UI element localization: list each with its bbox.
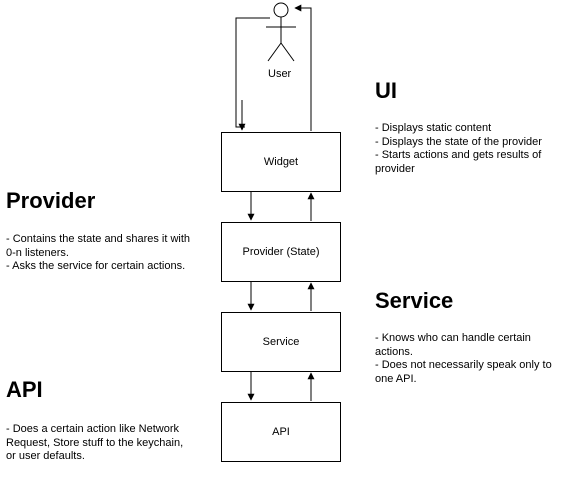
widget-box: Widget <box>221 132 341 192</box>
service-box: Service <box>221 312 341 372</box>
api-box: API <box>221 402 341 462</box>
user-actor-label: User <box>268 68 292 80</box>
service-section-description: - Knows who can handle certain actions. … <box>375 332 552 385</box>
provider-section-description: - Contains the state and shares it with … <box>6 233 191 272</box>
provider-box: Provider (State) <box>221 222 341 282</box>
widget-to-user-arrow <box>294 4 312 131</box>
ui-section-description: - Displays static content - Displays the… <box>375 122 542 175</box>
service-section-title: Service <box>375 288 454 313</box>
ui-section-title: UI <box>375 78 397 103</box>
api-section-description: - Does a certain action like Network Req… <box>6 423 184 462</box>
user-actor-icon <box>266 2 296 62</box>
provider-section-title: Provider <box>6 188 96 213</box>
api-section-title: API <box>6 377 43 402</box>
